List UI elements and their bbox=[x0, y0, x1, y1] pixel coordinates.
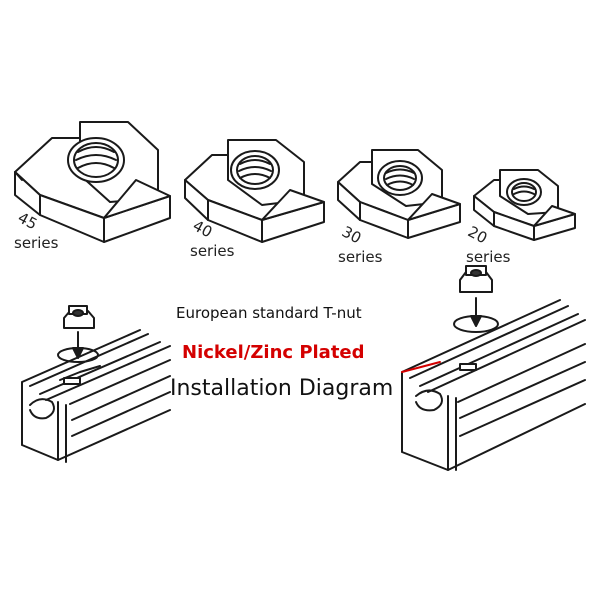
tnut-20-drawing bbox=[473, 169, 576, 241]
install-left-drawing bbox=[21, 305, 171, 463]
nut-45-series-label: series bbox=[14, 234, 59, 252]
install-right-drawing bbox=[401, 265, 586, 471]
caption-plating: Nickel/Zinc Plated bbox=[182, 342, 365, 363]
caption-diagram-title: Installation Diagram bbox=[170, 376, 394, 401]
tnut-30-drawing bbox=[337, 149, 461, 239]
nut-40-series-label: series bbox=[190, 242, 235, 260]
caption-title: European standard T-nut bbox=[176, 304, 362, 322]
tnut-40-drawing bbox=[184, 139, 325, 243]
tnut-45-drawing bbox=[14, 121, 171, 243]
nut-30-series-label: series bbox=[338, 248, 383, 266]
nut-20-series-label: series bbox=[466, 248, 511, 266]
